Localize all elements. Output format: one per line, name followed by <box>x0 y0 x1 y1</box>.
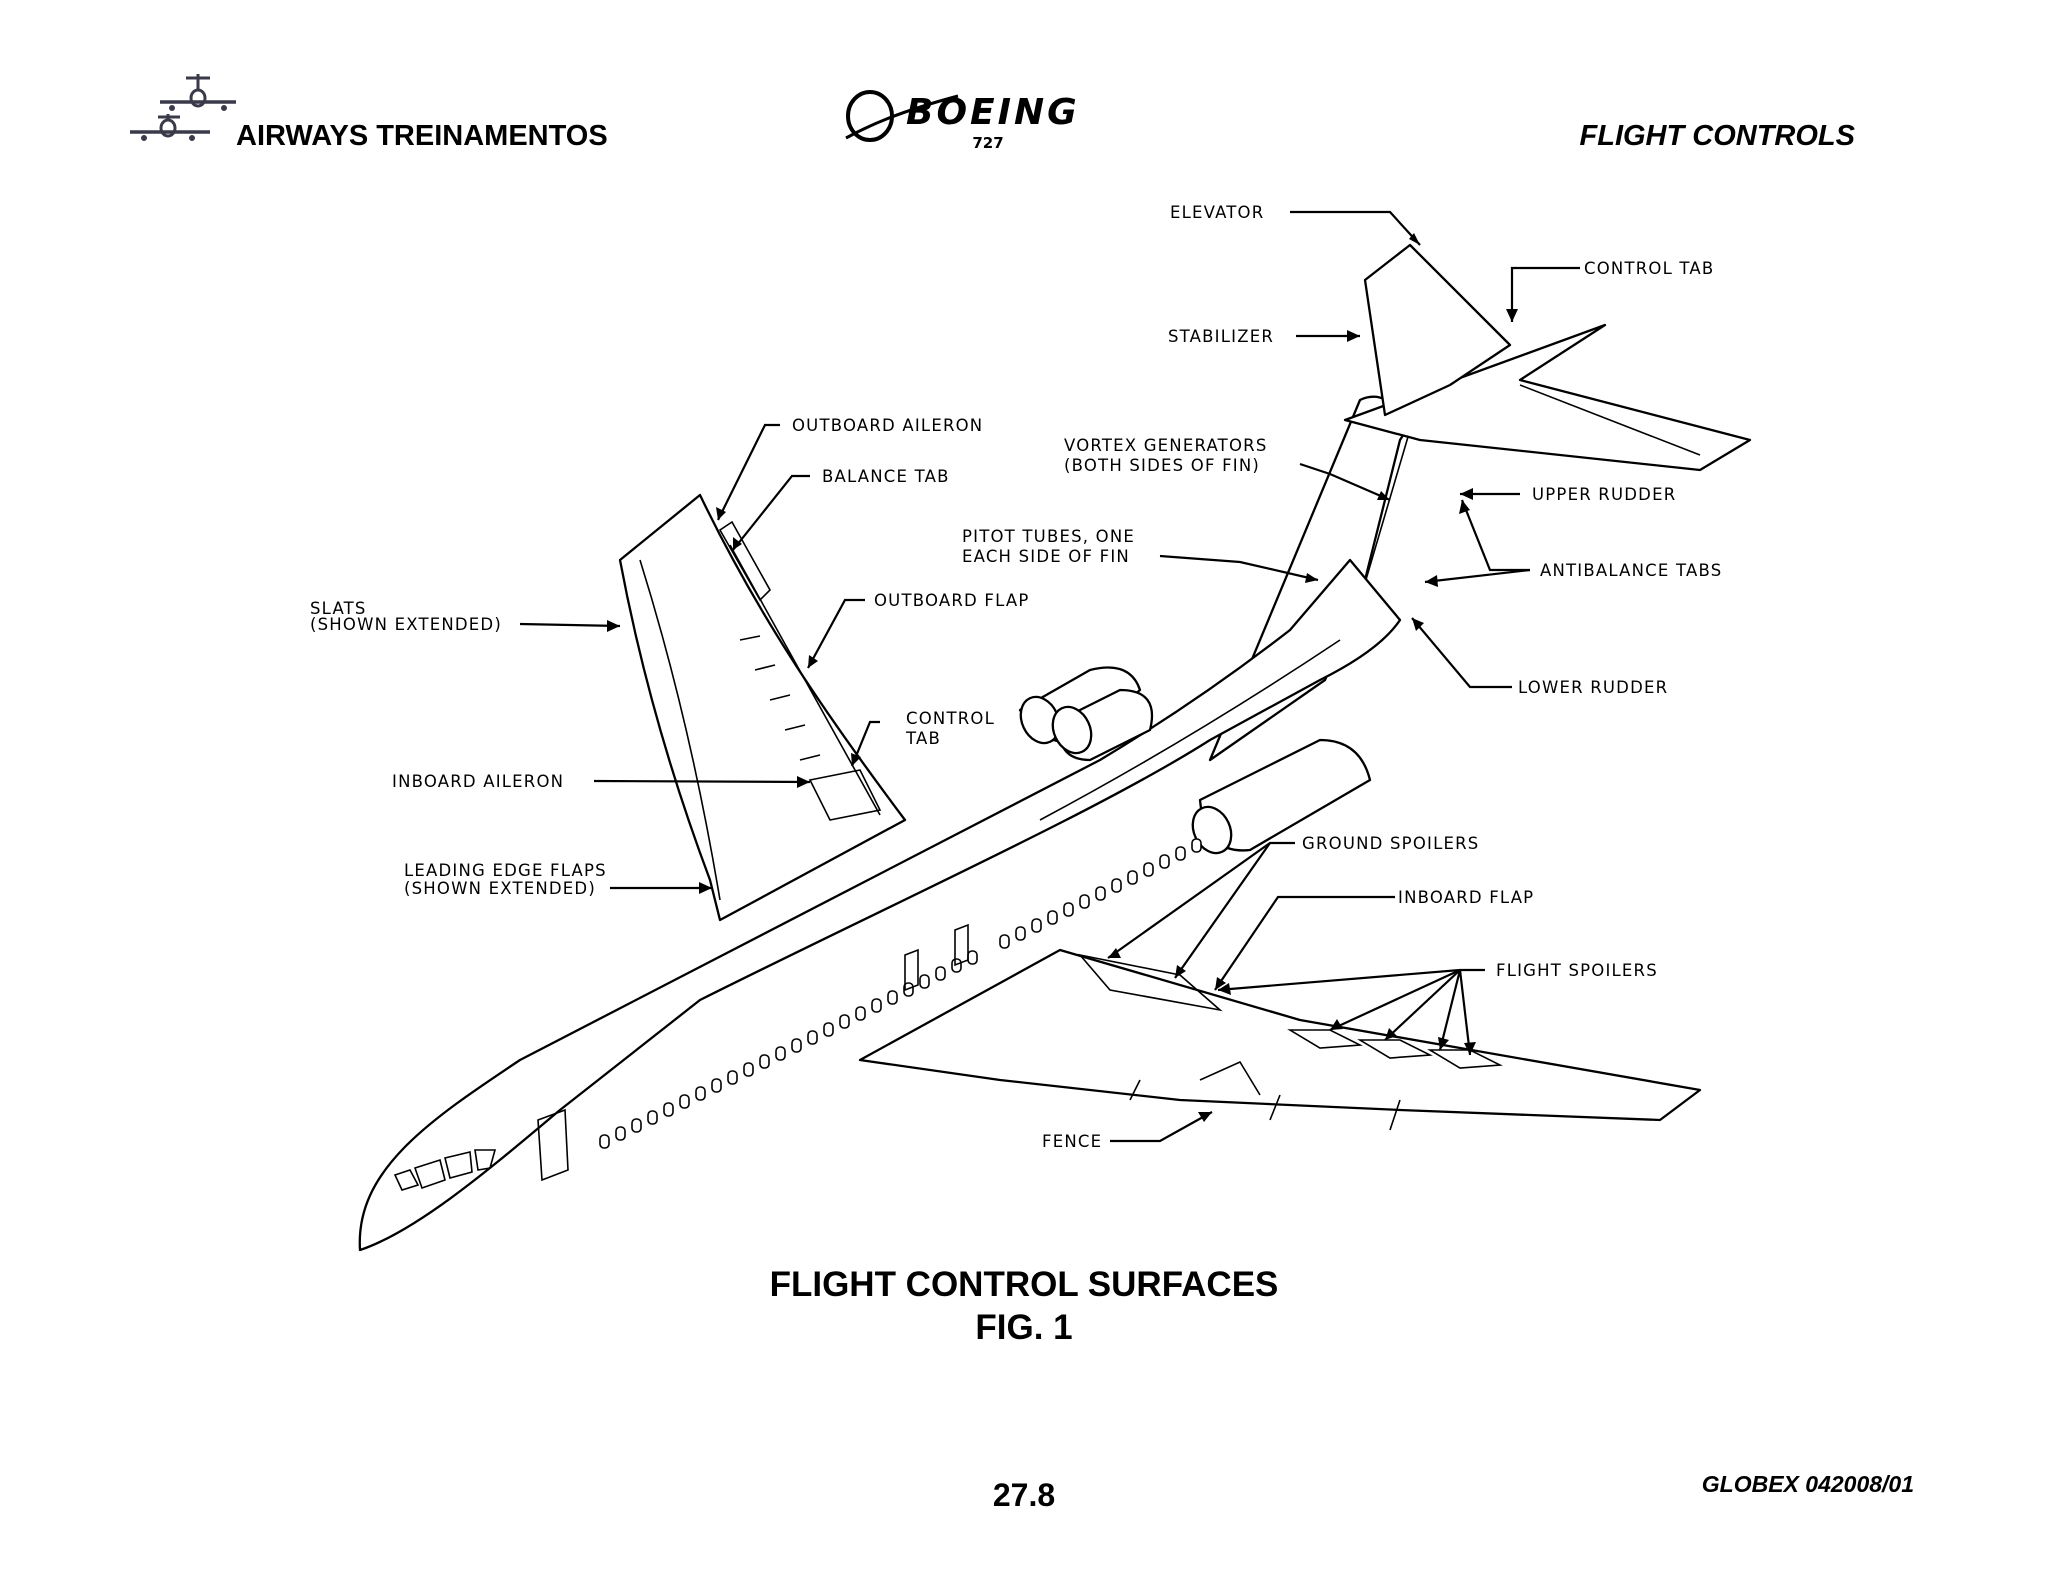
model-number: 727 <box>972 134 1003 152</box>
label-ground-spoilers: GROUND SPOILERS <box>1302 834 1479 853</box>
airways-airplane-logo <box>130 74 236 141</box>
label-antibalance-tabs: ANTIBALANCE TABS <box>1540 561 1722 580</box>
label-control-tab-wing: CONTROL <box>906 709 995 728</box>
fuselage <box>358 558 1402 1252</box>
label-elevator: ELEVATOR <box>1170 203 1264 222</box>
label-fence: FENCE <box>1042 1132 1102 1151</box>
label-flight-spoilers: FLIGHT SPOILERS <box>1496 961 1658 980</box>
company-name: AIRWAYS TREINAMENTOS <box>236 120 608 152</box>
label-inboard-flap: INBOARD FLAP <box>1398 888 1534 907</box>
label-vortex-generators-note: (BOTH SIDES OF FIN) <box>1064 456 1260 475</box>
overwing-exit-2 <box>954 923 969 967</box>
document-code: GLOBEX 042008/01 <box>1701 1471 1914 1497</box>
callout-labels: ELEVATOR CONTROL TAB STABILIZER OUTBOARD… <box>310 203 1722 1151</box>
page-number: 27.8 <box>992 1477 1056 1513</box>
label-lower-rudder: LOWER RUDDER <box>1518 678 1668 697</box>
figure-number: FIG. 1 <box>975 1308 1073 1347</box>
label-slats-note: (SHOWN EXTENDED) <box>310 615 502 634</box>
boeing-wordmark: BOEING <box>906 92 1080 133</box>
section-title: FLIGHT CONTROLS <box>1579 120 1855 152</box>
label-leading-edge-flaps-note: (SHOWN EXTENDED) <box>404 879 596 898</box>
forward-door <box>537 1108 569 1182</box>
label-upper-rudder: UPPER RUDDER <box>1532 485 1676 504</box>
label-balance-tab: BALANCE TAB <box>822 467 950 486</box>
arrowheads <box>607 233 1518 1122</box>
overwing-exit-1 <box>904 948 919 992</box>
label-inboard-aileron: INBOARD AILERON <box>392 772 564 791</box>
label-outboard-flap: OUTBOARD FLAP <box>874 591 1029 610</box>
leader-lines <box>519 210 1580 1143</box>
cabin-windows <box>599 838 1202 1149</box>
stabilizer-upper-surface <box>1363 243 1512 417</box>
label-stabilizer: STABILIZER <box>1168 327 1274 346</box>
label-vortex-generators: VORTEX GENERATORS <box>1064 436 1268 455</box>
right-wing <box>858 948 1702 1122</box>
label-pitot-tubes-note: EACH SIDE OF FIN <box>962 547 1130 566</box>
label-outboard-aileron: OUTBOARD AILERON <box>792 416 983 435</box>
label-control-tab-wing-2: TAB <box>905 729 941 748</box>
horizontal-stabilizer <box>1343 323 1752 472</box>
label-pitot-tubes: PITOT TUBES, ONE <box>962 527 1135 546</box>
left-wing <box>618 493 907 922</box>
cockpit-windows <box>393 1149 497 1191</box>
label-control-tab-tail: CONTROL TAB <box>1584 259 1714 278</box>
figure-title: FLIGHT CONTROL SURFACES <box>769 1265 1279 1304</box>
label-slats: SLATS <box>310 599 367 618</box>
aircraft-drawing <box>358 243 1752 1252</box>
label-leading-edge-flaps: LEADING EDGE FLAPS <box>404 861 607 880</box>
boeing-logo: BOEING 727 <box>845 90 1080 152</box>
